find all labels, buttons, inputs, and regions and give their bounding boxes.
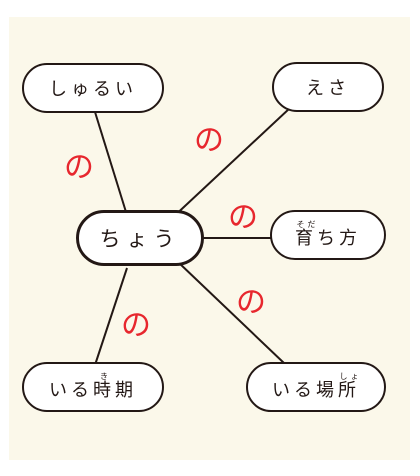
connector-iru-basho	[177, 261, 286, 365]
node-shurui-label: しゅるい	[49, 79, 137, 100]
connector-esa	[169, 107, 291, 221]
particle-no-iru-basho: の	[236, 285, 266, 320]
node-iru-jiki-label: いる時き期	[49, 372, 137, 401]
node-sodachikata: 育そだち方	[270, 210, 386, 260]
particle-no-esa: の	[194, 123, 224, 158]
node-iru-basho: いる場所しょ	[246, 362, 386, 412]
node-shurui: しゅるい	[22, 63, 164, 113]
node-iru-basho-label: いる場所しょ	[272, 372, 360, 401]
connector-shurui	[94, 111, 127, 213]
node-iru-jiki: いる時き期	[22, 362, 164, 412]
node-center-chou: ちょう	[76, 210, 204, 266]
node-esa: えさ	[272, 62, 384, 112]
node-sodachikata-label: 育そだち方	[295, 220, 361, 249]
particle-no-sodachikata: の	[228, 200, 258, 235]
particle-no-iru-jiki: の	[121, 308, 151, 343]
node-esa-label: えさ	[306, 78, 350, 99]
particle-no-shurui: の	[64, 150, 94, 185]
center-node-label: ちょう	[99, 227, 181, 251]
connector-iru-jiki	[94, 267, 128, 366]
